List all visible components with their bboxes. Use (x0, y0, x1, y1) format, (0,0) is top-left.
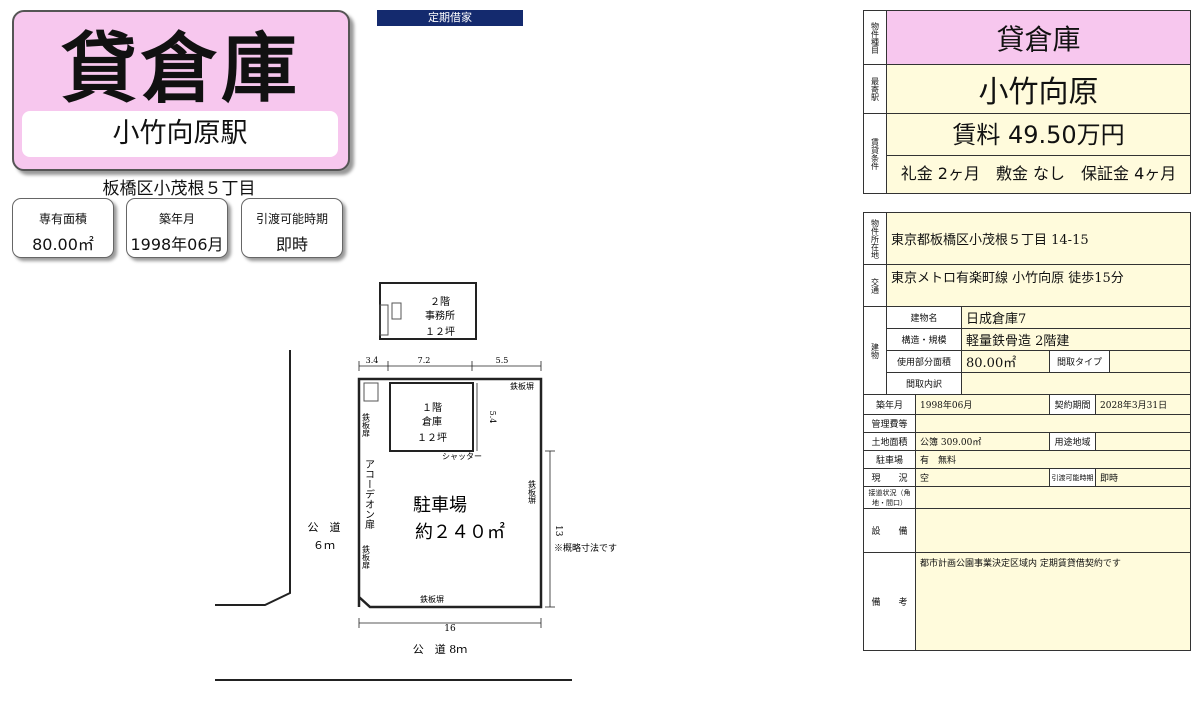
door-icon (363, 382, 379, 402)
steel-door-label: 鉄板扉 (362, 412, 371, 438)
cell-label: 間取内訳 (887, 373, 962, 395)
status-value: 空 (916, 469, 1050, 487)
deposit-terms: 礼金 2ヶ月 敷金 なし 保証金 4ヶ月 (900, 164, 1177, 183)
office-floor: ２階 (430, 296, 450, 308)
cell-label: 築年月 (864, 395, 916, 415)
summary-row-terms: 賃貸条件 賃料 49.50万円 礼金 2ヶ月 敷金 なし 保証金 4ヶ月 (864, 114, 1190, 193)
cell-label: 使用部分面積 (887, 351, 962, 373)
cell-label: 土地面積 (864, 433, 916, 451)
remarks-value: 都市計画公園事業決定区域内 定期賃貸借契約です (916, 553, 1190, 650)
cell-label: 現 況 (864, 469, 916, 487)
office-name: 事務所 (425, 309, 455, 322)
floor-plan: ２階 事務所 １２坪 3.4 7.2 5.5 １階 倉庫 １２坪 5.4 シャッ… (215, 282, 617, 681)
layout-type-value (1110, 351, 1190, 373)
parking-area: 約２４０㎡ (415, 521, 505, 543)
cell-label: 設 備 (864, 509, 916, 553)
cell-label: 建物 (864, 307, 887, 395)
info-box-handover: 引渡可能時期 即時 (241, 198, 343, 258)
dim-label: 5.4 (488, 411, 497, 424)
office-outline (379, 282, 477, 340)
side-label: 最寄駅 (864, 65, 887, 113)
road-left-edge (215, 350, 291, 606)
handover-value: 即時 (1096, 469, 1190, 487)
warehouse-size: １２坪 (417, 431, 447, 444)
area-value: 80.00㎡ (962, 351, 1050, 373)
summary-row-type: 物件種目 貸倉庫 (864, 11, 1190, 65)
cell-label: 駐車場 (864, 451, 916, 469)
parking-value: 有 無料 (916, 451, 1190, 469)
warehouse-floor: １階 (422, 402, 442, 414)
cell-label: 構造・規模 (887, 329, 962, 351)
office-size: １２坪 (425, 325, 455, 338)
stairs-icon (379, 304, 389, 336)
cell-label: 管理費等 (864, 415, 916, 433)
building-name-value: 日成倉庫7 (962, 307, 1190, 329)
cell-label: 建物名 (887, 307, 962, 329)
cell-label: 交通 (864, 265, 887, 307)
cell-label: 引渡可能時期 (1050, 469, 1096, 487)
address-label: 板橋区小茂根５丁目 (102, 179, 256, 199)
cell-label: 接道状況（角地・間口） (864, 487, 916, 509)
transport-value: 東京メトロ有楽町線 小竹向原 徒歩15分 (887, 265, 1190, 307)
cell-label: 契約期間 (1050, 395, 1096, 415)
rent-value: 賃料 49.50万円 (887, 115, 1190, 156)
zoning-value (1096, 433, 1190, 451)
road-bottom-label: 公 道 8ｍ (413, 642, 468, 656)
contract-type-badge: 定期借家 (377, 10, 523, 26)
side-label: 賃貸条件 (864, 114, 887, 193)
cell-label: 物件所在地 (864, 213, 887, 265)
door-icon (391, 302, 402, 320)
info-value: 即時 (275, 235, 308, 254)
steel-fence-label: 鉄板塀 (528, 479, 537, 505)
summary-station: 小竹向原 (887, 65, 1190, 113)
summary-card: 物件種目 貸倉庫 最寄駅 小竹向原 賃貸条件 賃料 49.50万円 礼金 2ヶ月… (863, 10, 1191, 194)
summary-row-station: 最寄駅 小竹向原 (864, 65, 1190, 114)
dim-label: 3.4 (366, 356, 379, 365)
info-label: 引渡可能時期 (255, 212, 328, 226)
side-label: 物件種目 (864, 11, 887, 64)
info-box-built: 築年月 1998年06月 (126, 198, 228, 258)
header-card: 貸倉庫 小竹向原駅 (12, 10, 350, 171)
accordion-door-label: アコーデオン扉 (363, 459, 375, 530)
dim-label: 16 (444, 624, 456, 634)
warehouse-name: 倉庫 (422, 415, 442, 428)
dim-label: 7.2 (418, 356, 431, 365)
cell-label: 用途地域 (1050, 433, 1096, 451)
location-value: 東京都板橋区小茂根５丁目 14-15 (887, 213, 1190, 265)
built-value: 1998年06月 (916, 395, 1050, 415)
info-value: 1998年06月 (130, 235, 224, 254)
info-value: 80.00㎡ (32, 235, 94, 254)
summary-terms: 賃料 49.50万円 礼金 2ヶ月 敷金 なし 保証金 4ヶ月 (887, 114, 1190, 193)
dim-label: 13 (553, 525, 563, 537)
cell-label: 間取タイプ (1050, 351, 1110, 373)
steel-fence-label: 鉄板塀 (420, 594, 444, 604)
equipment-value (916, 509, 1190, 553)
detail-table: 物件所在地 東京都板橋区小茂根５丁目 14-15 交通 東京メトロ有楽町線 小竹… (863, 212, 1191, 651)
steel-door-label: 鉄板扉 (362, 544, 371, 570)
cell-label: 備 考 (864, 553, 916, 650)
info-box-area: 専有面積 80.00㎡ (12, 198, 114, 258)
property-type-title: 貸倉庫 (61, 24, 301, 113)
contract-value: 2028年3月31日 (1096, 395, 1190, 415)
layout-value (962, 373, 1190, 395)
road-left-width: ６ｍ (313, 539, 335, 552)
summary-type: 貸倉庫 (887, 11, 1190, 64)
land-value: 公簿 309.00㎡ (916, 433, 1050, 451)
dim-label: 5.5 (496, 356, 509, 365)
road-left-label: 公 道 (308, 520, 341, 534)
mgmt-value (916, 415, 1190, 433)
info-label: 専有面積 (38, 212, 87, 226)
warehouse-outline (389, 382, 474, 452)
info-label: 築年月 (158, 212, 195, 226)
road-value (916, 487, 1190, 509)
shutter-label: シャッター (442, 452, 482, 461)
structure-value: 軽量鉄骨造 2階建 (962, 329, 1190, 351)
steel-fence-label: 鉄板塀 (510, 381, 534, 391)
approx-note: ※概略寸法です (554, 542, 617, 554)
parking-label: 駐車場 (413, 495, 467, 516)
nearest-station-label: 小竹向原駅 (22, 111, 338, 157)
